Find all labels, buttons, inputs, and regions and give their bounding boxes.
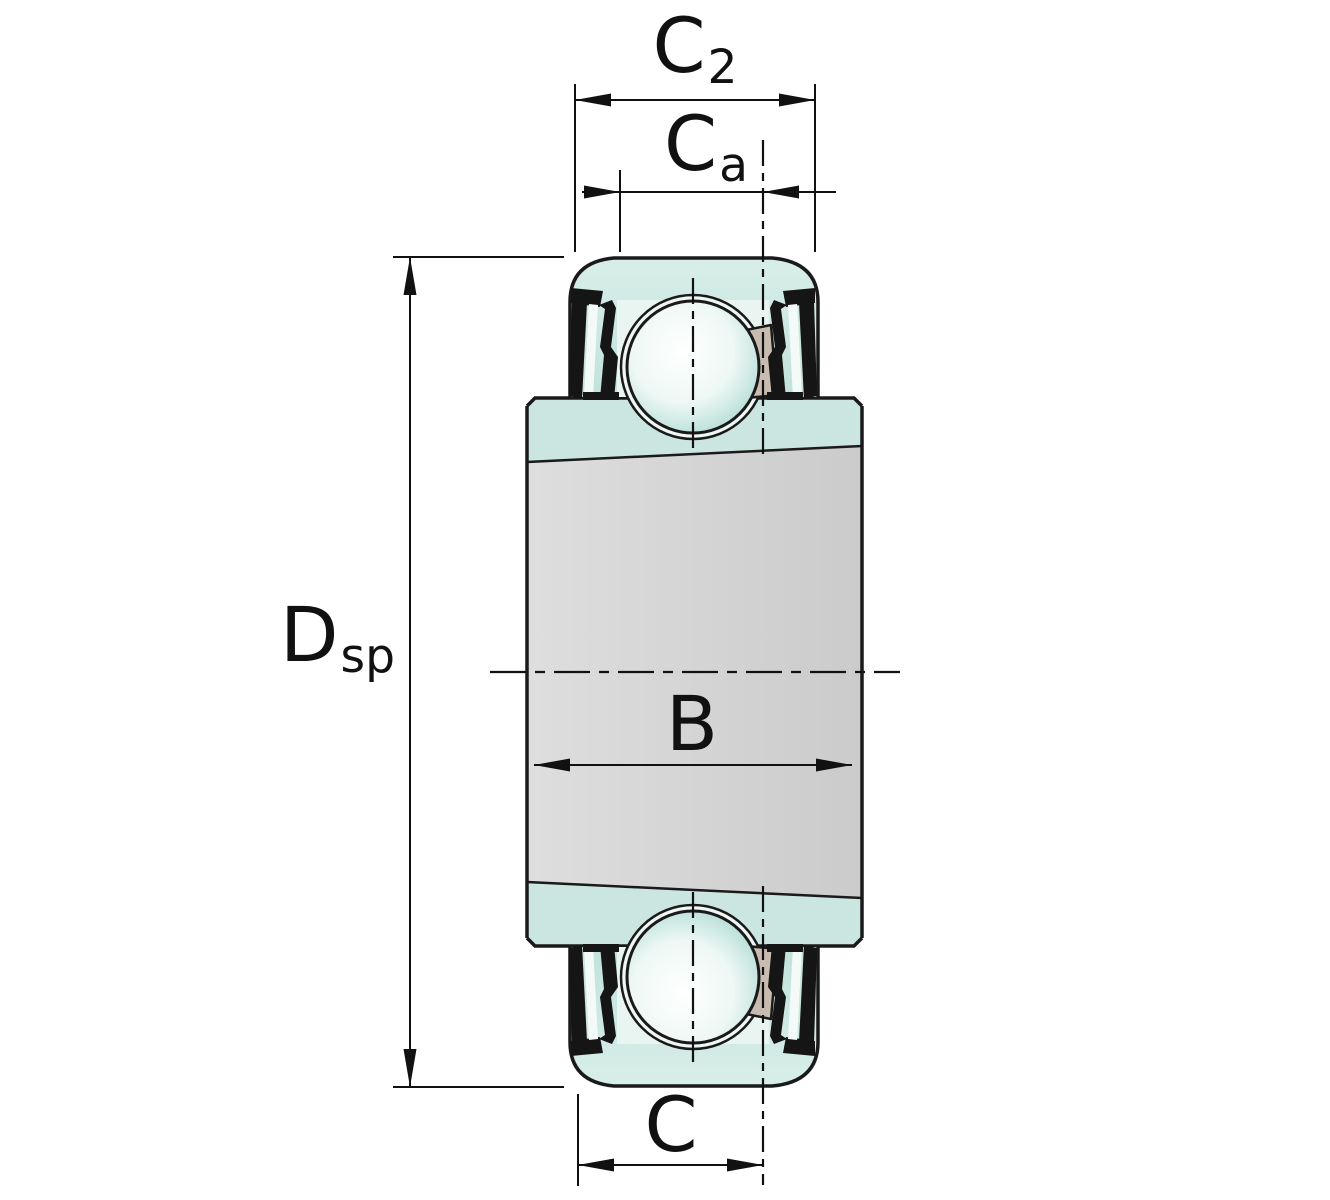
arrowhead	[727, 1158, 763, 1172]
dim-label-c-base: C	[644, 1080, 698, 1169]
dimension-dsp	[393, 256, 564, 1088]
arrowhead	[779, 93, 815, 107]
arrowhead	[584, 185, 620, 199]
arrowhead	[816, 758, 852, 772]
dim-label-ca: Ca	[664, 106, 748, 190]
dim-label-c2: C2	[652, 8, 737, 92]
arrowhead	[403, 257, 417, 295]
arrowhead	[534, 758, 570, 772]
dim-label-dsp-base: D	[280, 590, 339, 679]
arrowhead	[578, 1158, 614, 1172]
dim-label-dsp-sub: sp	[340, 629, 395, 685]
dim-label-ca-base: C	[664, 99, 718, 188]
arrowhead	[763, 185, 799, 199]
dim-label-dsp: Dsp	[280, 597, 395, 681]
dim-label-b-base: B	[665, 679, 719, 768]
arrowhead	[403, 1049, 417, 1087]
dim-label-c2-base: C	[652, 1, 706, 90]
dimension-c2	[574, 84, 816, 252]
dim-label-b: B	[666, 686, 720, 769]
dim-label-c2-sub: 2	[707, 40, 738, 96]
arrowhead	[575, 93, 611, 107]
dimension-annotations	[393, 84, 852, 1186]
dimension-ca	[582, 170, 836, 252]
dim-label-ca-sub: a	[719, 138, 748, 194]
dimension-b	[534, 758, 852, 772]
dimension-c	[577, 1094, 763, 1186]
dim-label-c: C	[644, 1087, 699, 1170]
